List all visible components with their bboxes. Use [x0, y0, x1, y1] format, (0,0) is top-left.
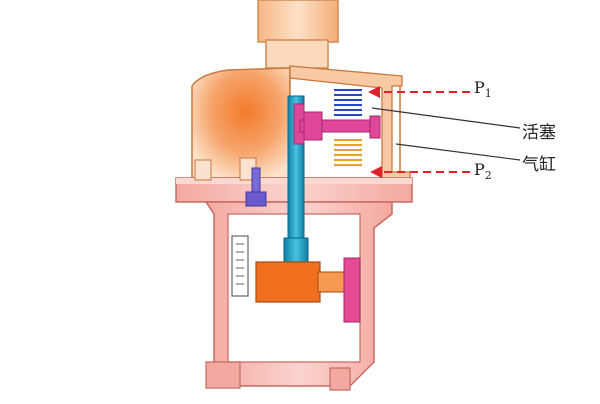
- cylinder-leader-line: [395, 143, 521, 161]
- spring-lines: [334, 139, 362, 166]
- p2-label: P2: [474, 160, 492, 183]
- p1-label: P1: [474, 78, 492, 101]
- cylinder-label: 气缸: [522, 155, 556, 175]
- adjust-screw: [245, 167, 267, 207]
- p1-arrow: [368, 86, 470, 98]
- frame-foot: [205, 361, 351, 391]
- piston-label: 活塞: [522, 123, 556, 143]
- stroke-scale: [231, 235, 249, 297]
- p2-arrow: [370, 166, 470, 178]
- piston-upper-lines: [334, 89, 362, 116]
- piston-leader-line: [371, 107, 521, 129]
- side-block: [343, 257, 361, 323]
- top-neck: [257, 0, 339, 69]
- piston-linkage: [293, 103, 381, 145]
